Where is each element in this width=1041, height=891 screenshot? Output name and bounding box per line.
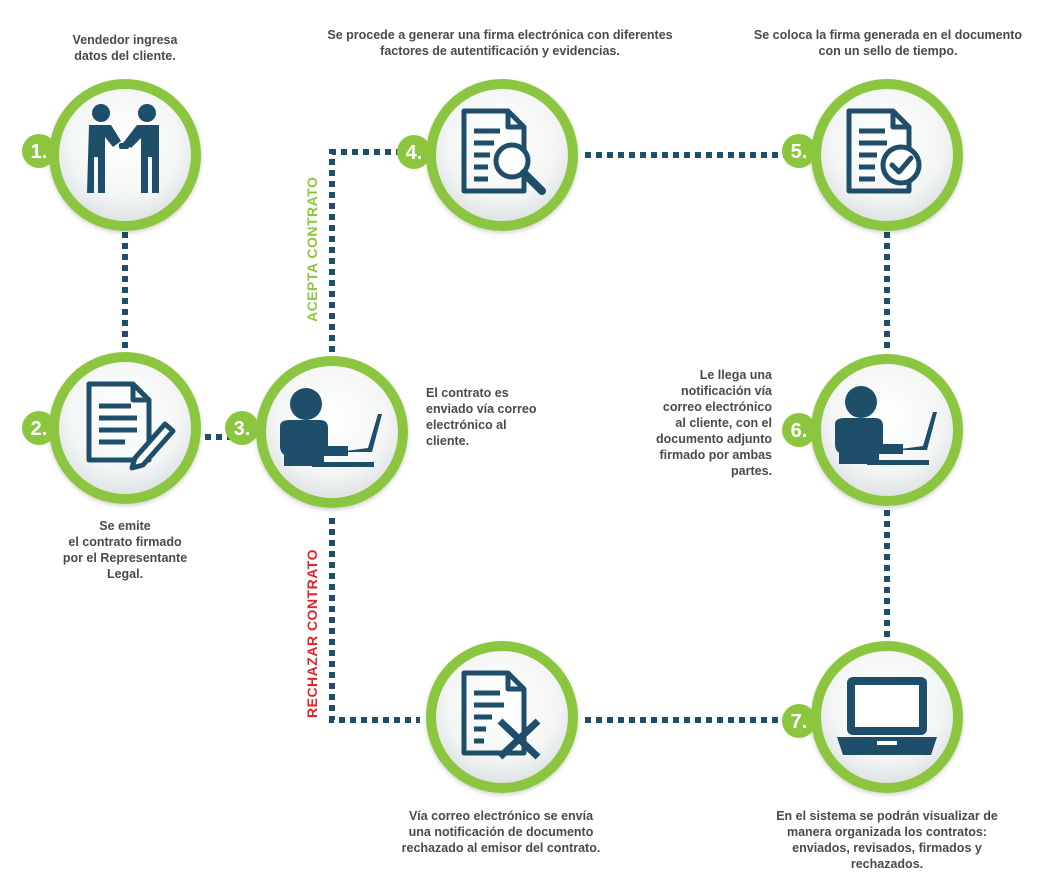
step-6-number: 6. bbox=[791, 420, 808, 442]
step-2-number: 2. bbox=[31, 418, 48, 440]
step-2-caption: Se emite el contrato firmado por el Repr… bbox=[62, 519, 188, 581]
step-4-node: 4. bbox=[397, 79, 578, 231]
step-5-node: 5. bbox=[782, 79, 963, 231]
document-magnifier-icon bbox=[461, 108, 546, 195]
step-3-node: 3. bbox=[225, 356, 408, 508]
accept-contract-label: ACEPTA CONTRATO bbox=[304, 176, 320, 322]
step-number-badge: 5. bbox=[782, 134, 816, 168]
step-number-badge: 3. bbox=[225, 411, 259, 445]
document-x-icon bbox=[461, 670, 541, 760]
document-check-icon bbox=[846, 108, 922, 194]
step-4-number: 4. bbox=[406, 142, 423, 164]
step-7-node: 7. bbox=[782, 641, 963, 793]
step-5-caption: Se coloca la firma generada en el docume… bbox=[753, 28, 1023, 58]
connectors bbox=[122, 149, 890, 723]
step-number-badge: 6. bbox=[782, 413, 816, 447]
step-1-caption: Vendedor ingresa datos del cliente. bbox=[72, 33, 178, 63]
step-7-caption: En el sistema se podrán visualizar de ma… bbox=[776, 809, 998, 871]
step-number-badge: 2. bbox=[22, 411, 56, 445]
step-6-caption: Le llega una notificación vía correo ele… bbox=[656, 368, 772, 478]
step-1-number: 1. bbox=[31, 141, 48, 163]
connector-3-4-accept bbox=[329, 149, 400, 352]
step-1-node: 1. bbox=[22, 79, 201, 231]
step-3-number: 3. bbox=[234, 418, 251, 440]
step-6-node: 6. bbox=[782, 354, 963, 506]
step-4-caption: Se procede a generar una firma electróni… bbox=[327, 28, 673, 58]
step-3-caption: El contrato es enviado vía correo electr… bbox=[426, 386, 537, 448]
document-pen-icon bbox=[86, 381, 176, 471]
step-number-badge: 1. bbox=[22, 134, 56, 168]
reject-contract-label: RECHAZAR CONTRATO bbox=[304, 549, 320, 718]
step-number-badge: 4. bbox=[397, 135, 431, 169]
person-laptop-icon bbox=[280, 388, 382, 467]
step-5-number: 5. bbox=[791, 141, 808, 163]
step-2-node: 2. bbox=[22, 352, 201, 504]
person-laptop-icon bbox=[835, 386, 937, 465]
handshake-icon bbox=[87, 104, 159, 193]
laptop-icon bbox=[837, 677, 937, 755]
step-number-badge: 7. bbox=[782, 704, 816, 738]
reject-caption: Vía correo electrónico se envía una noti… bbox=[401, 809, 601, 855]
step-7-number: 7. bbox=[791, 711, 808, 733]
connector-3-reject bbox=[329, 518, 420, 723]
reject-node bbox=[426, 641, 578, 793]
